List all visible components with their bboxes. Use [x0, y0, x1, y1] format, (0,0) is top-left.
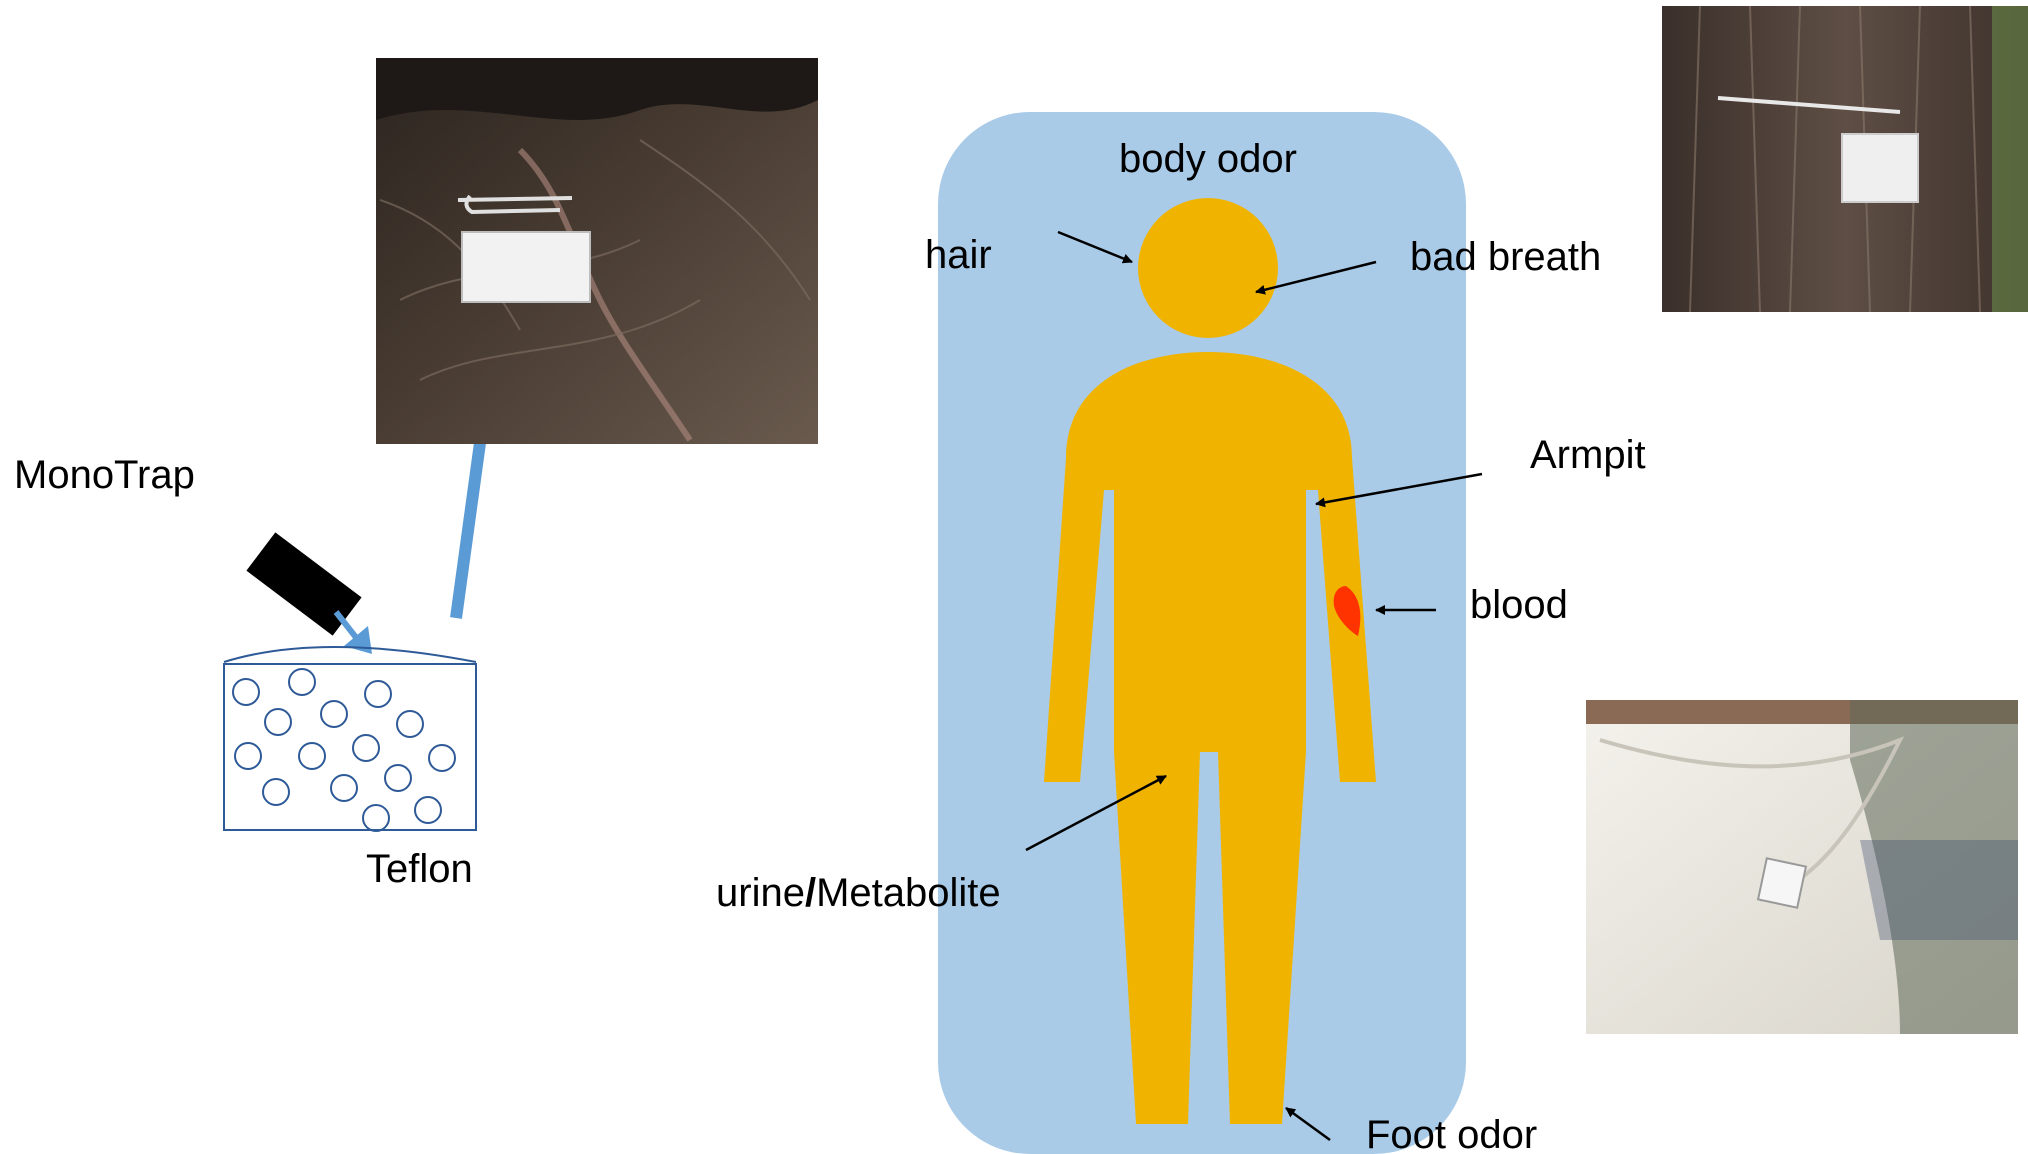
teflon-sampler [224, 647, 476, 831]
armpit-label: Armpit [1530, 433, 1646, 477]
teflon-box [224, 664, 476, 830]
bad-breath-label: bad breath [1410, 235, 1601, 279]
hair-label: hair [925, 233, 992, 277]
body-odor-title: body odor [1119, 137, 1297, 181]
armpit-shirt-photo [1586, 700, 2018, 1034]
teflon-beads [233, 669, 455, 831]
blood-label: blood [1470, 583, 1568, 627]
long-hair-photo [1662, 6, 2028, 312]
foot-odor-label: Foot odor [1366, 1113, 1537, 1154]
teflon-label: Teflon [366, 847, 473, 891]
monotrap-label: MonoTrap [14, 453, 195, 497]
teflon-cover [224, 647, 476, 662]
urine-metabolite-label: urine/Metabolite [716, 871, 1001, 915]
scalp-hair-photo [376, 58, 818, 444]
figure-head [1138, 198, 1278, 338]
